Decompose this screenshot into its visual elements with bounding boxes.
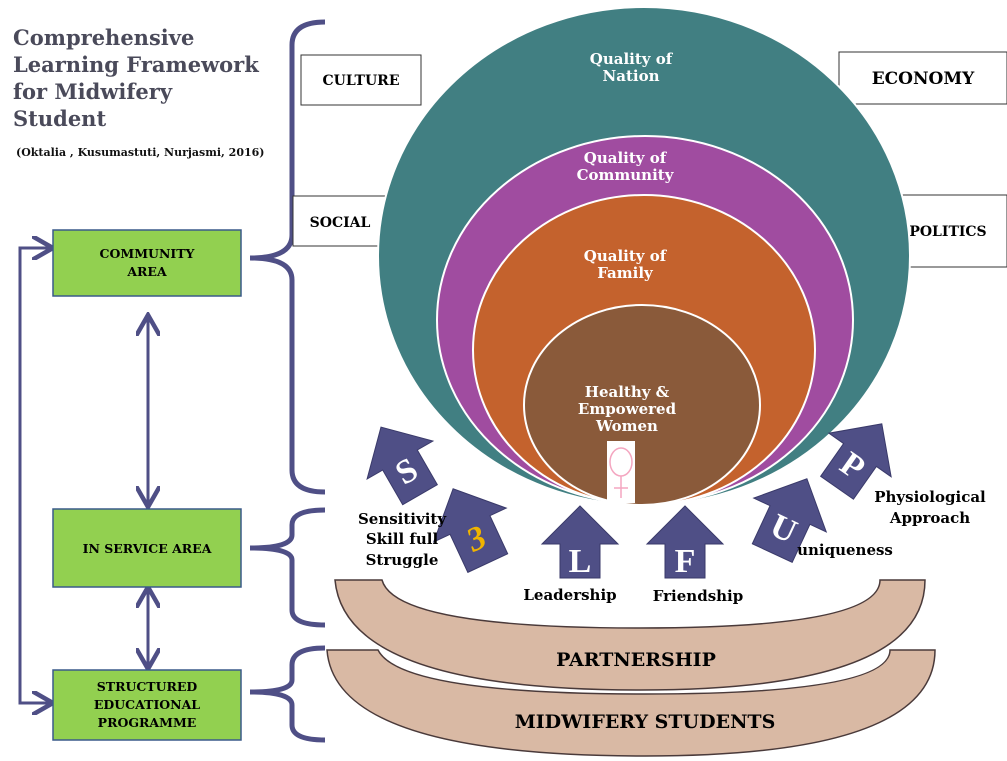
area-in-service: IN SERVICE AREA	[52, 508, 242, 588]
svg-text:L: L	[569, 543, 592, 580]
circle-labels: Quality of Nation Quality of Community Q…	[577, 50, 677, 435]
svg-text:Quality of: Quality of	[584, 247, 668, 265]
svg-text:PROGRAMME: PROGRAMME	[98, 715, 197, 730]
svg-text:MIDWIFERY STUDENTS: MIDWIFERY STUDENTS	[515, 711, 776, 733]
brace-structured	[249, 645, 326, 743]
svg-text:Quality of: Quality of	[590, 50, 674, 68]
loop-arrow	[18, 248, 50, 703]
title-line-1: Comprehensive	[13, 25, 194, 50]
label-sensitivity: Sensitivity	[358, 510, 447, 528]
female-symbol-icon	[607, 441, 635, 503]
svg-text:ECONOMY: ECONOMY	[872, 69, 975, 89]
box-culture: CULTURE	[300, 54, 422, 106]
label-approach: Approach	[889, 509, 970, 527]
slfup-arrows: S 3 L F U P	[366, 423, 892, 580]
svg-text:POLITICS: POLITICS	[909, 224, 986, 240]
svg-text:IN SERVICE AREA: IN SERVICE AREA	[83, 541, 212, 556]
arrow-3: 3	[432, 488, 509, 574]
title-line-4: Student	[13, 106, 106, 131]
box-economy: ECONOMY	[838, 51, 1007, 105]
nested-circles	[377, 6, 911, 506]
arrow-s: S	[366, 426, 439, 506]
label-physiological: Physiological	[874, 488, 986, 506]
svg-text:STRUCTURED: STRUCTURED	[97, 679, 198, 694]
band-partnership: PARTNERSHIP	[334, 579, 926, 691]
svg-text:PARTNERSHIP: PARTNERSHIP	[556, 649, 716, 671]
title: Comprehensive Learning Framework for Mid…	[13, 25, 265, 159]
citation: (Oktalia , Kusumastuti, Nurjasmi, 2016)	[16, 146, 265, 159]
svg-text:Healthy &: Healthy &	[585, 383, 670, 401]
brace-community	[249, 19, 326, 495]
svg-text:Family: Family	[597, 264, 654, 282]
area-structured: STRUCTURED EDUCATIONAL PROGRAMME	[52, 669, 242, 741]
arrow-f: F	[645, 505, 725, 580]
arrow-p: P	[819, 423, 892, 500]
svg-text:EDUCATIONAL: EDUCATIONAL	[94, 697, 200, 712]
svg-text:Women: Women	[595, 417, 658, 435]
band-midwifery-students: MIDWIFERY STUDENTS	[326, 649, 936, 757]
brace-in-service	[249, 507, 326, 628]
svg-text:CULTURE: CULTURE	[323, 73, 400, 89]
title-line-2: Learning Framework	[13, 52, 259, 77]
arrow-u: U	[751, 478, 828, 564]
connectors	[18, 248, 148, 703]
svg-text:SOCIAL: SOCIAL	[310, 215, 371, 231]
area-community: COMMUNITY AREA	[52, 229, 242, 297]
svg-text:Nation: Nation	[603, 67, 660, 85]
label-leadership: Leadership	[523, 586, 616, 604]
arrow-l: L	[540, 505, 620, 580]
circle-women	[523, 304, 761, 506]
braces	[249, 19, 326, 743]
box-social: SOCIAL	[292, 195, 389, 247]
svg-text:AREA: AREA	[126, 264, 167, 279]
arrow-labels: Sensitivity Skill full Struggle Leadersh…	[358, 488, 986, 605]
svg-text:Quality of: Quality of	[584, 149, 668, 167]
svg-text:F: F	[675, 543, 696, 580]
svg-text:Community: Community	[577, 166, 675, 184]
label-friendship: Friendship	[653, 587, 743, 605]
title-line-3: for Midwifery	[13, 79, 173, 104]
label-uniqueness: uniqueness	[797, 541, 893, 559]
label-skill-full: Skill full	[366, 530, 439, 548]
label-struggle: Struggle	[366, 551, 439, 569]
svg-text:Empowered: Empowered	[578, 400, 677, 418]
svg-text:COMMUNITY: COMMUNITY	[100, 246, 196, 261]
